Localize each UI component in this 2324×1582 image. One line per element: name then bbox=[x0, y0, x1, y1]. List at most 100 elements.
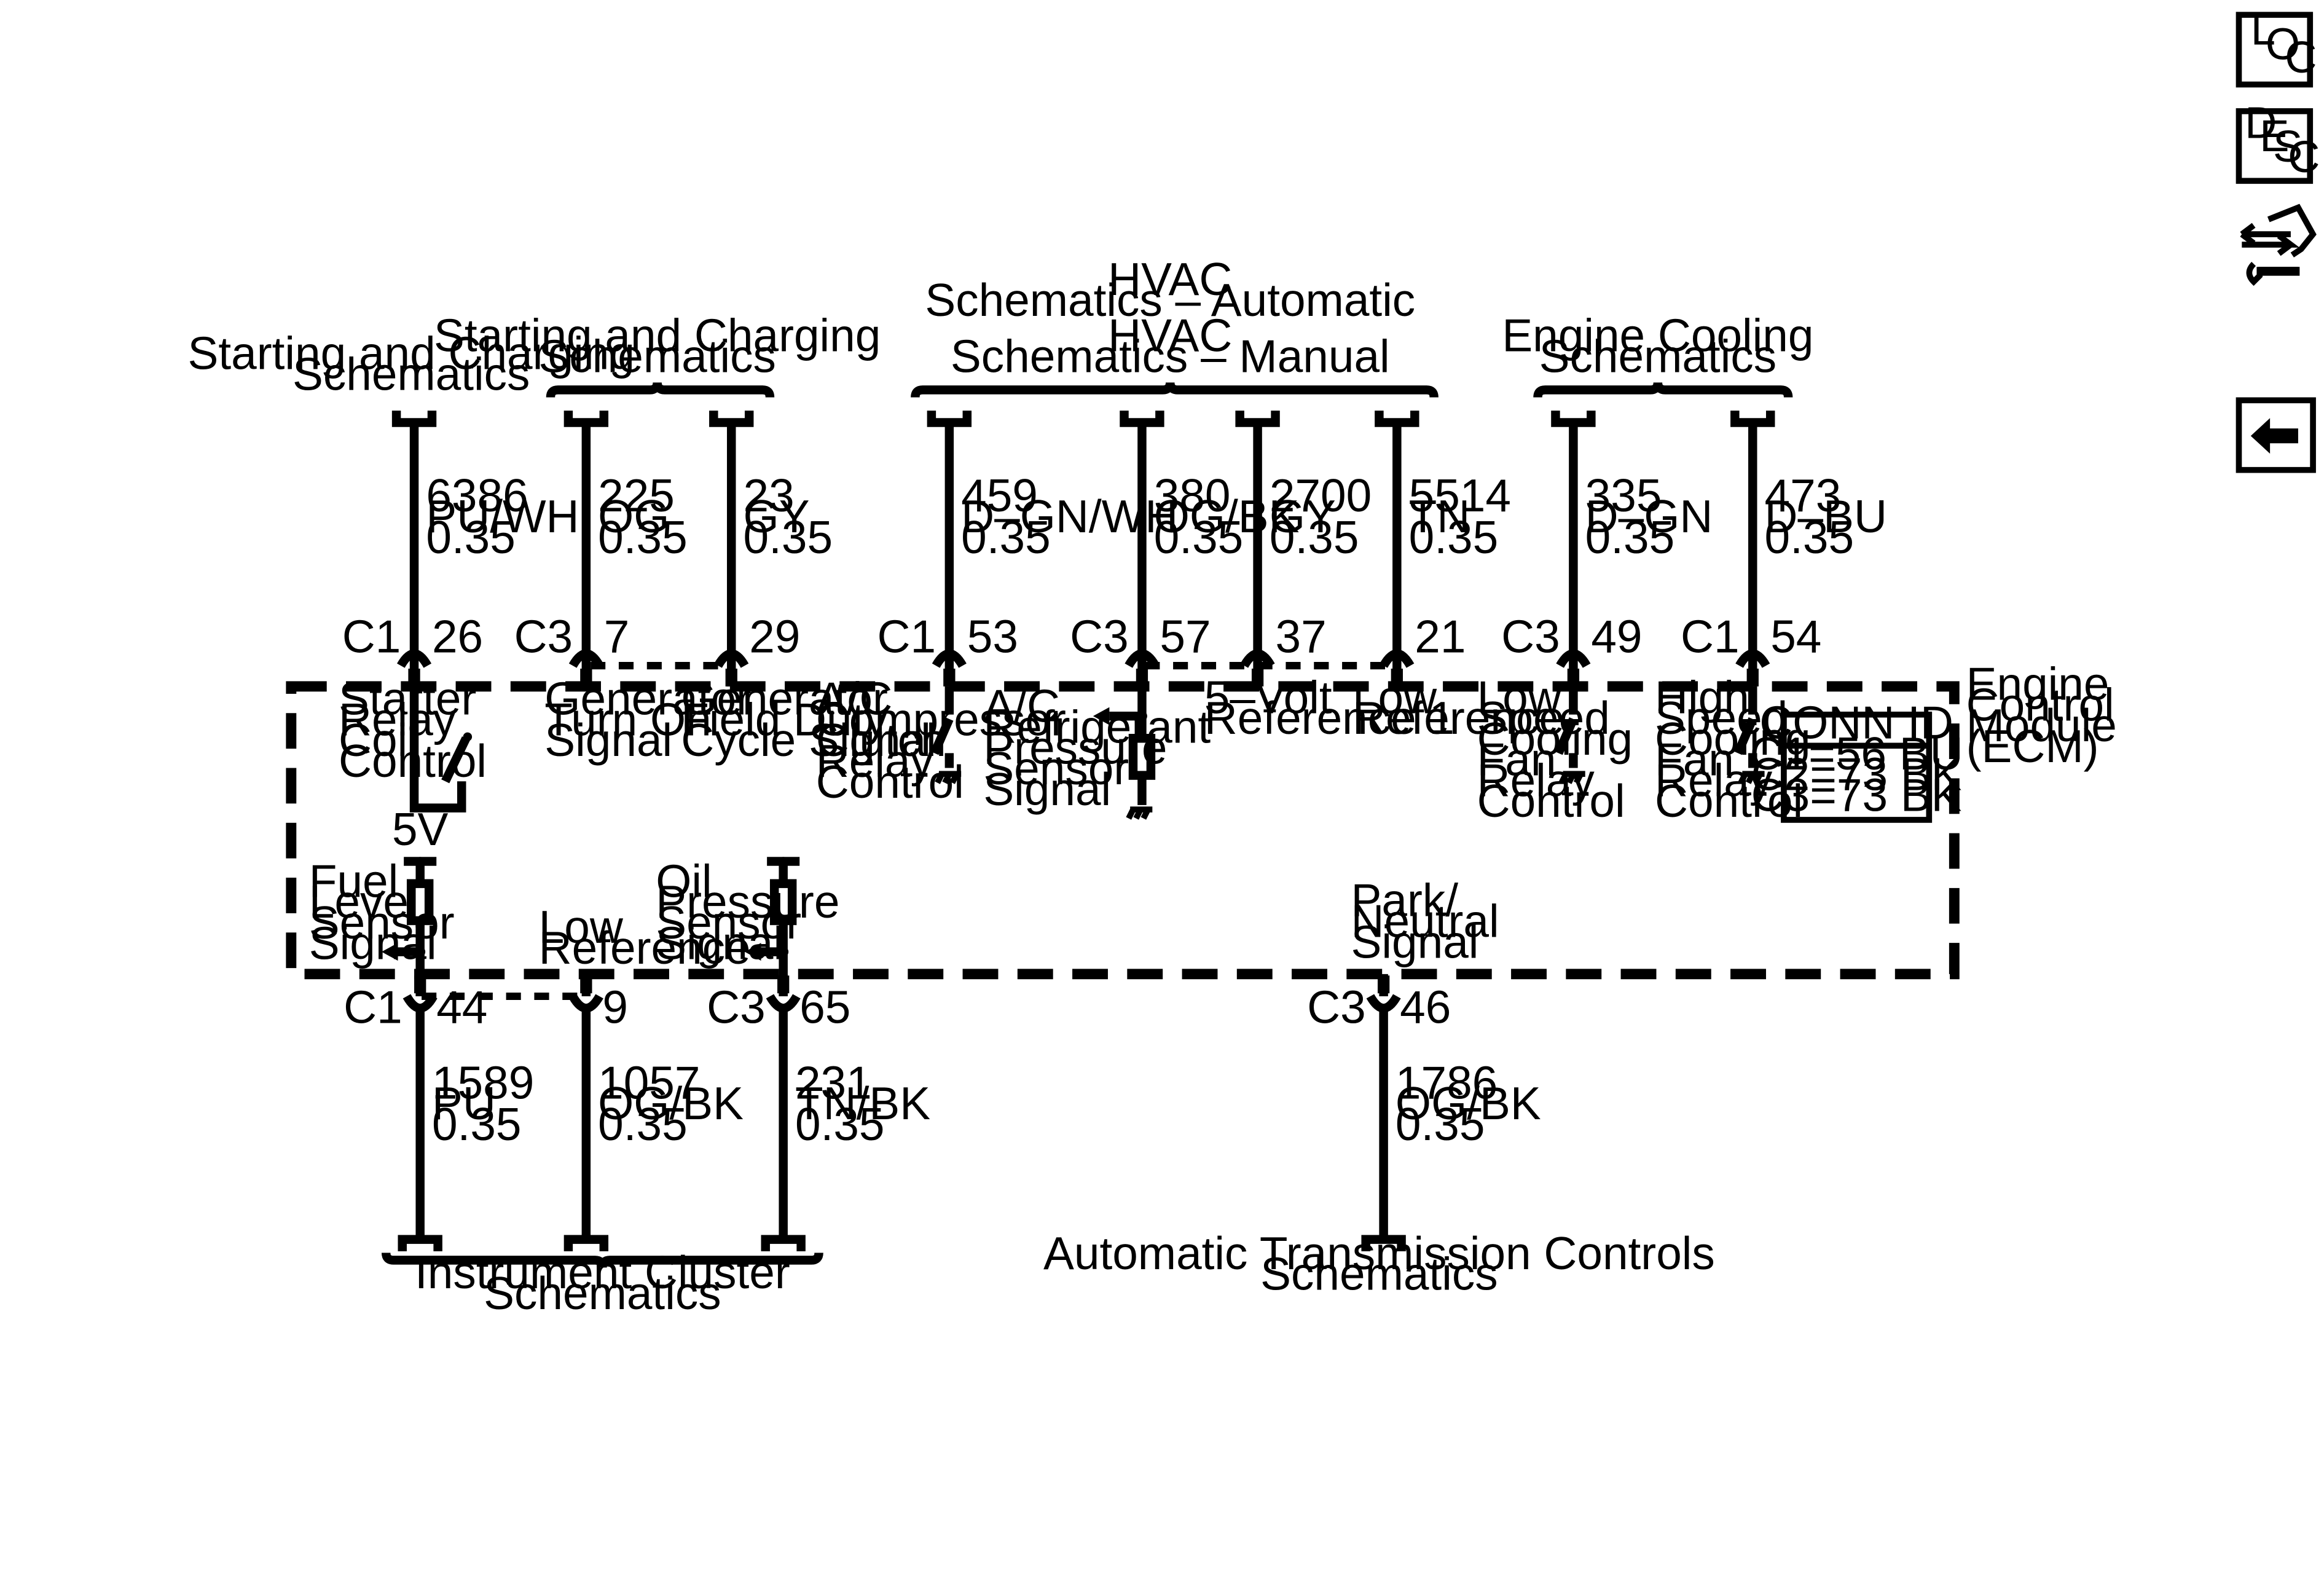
wire-terminal bbox=[1120, 411, 1164, 427]
wire-color: D–BU bbox=[1765, 490, 1887, 542]
connector-id: C1 bbox=[877, 610, 936, 662]
circuit-label-line: Speed bbox=[1477, 692, 1610, 744]
desc-letter-s: S bbox=[2273, 122, 2302, 171]
wire-number: 5514 bbox=[1409, 470, 1511, 521]
connector-id: C3 bbox=[1501, 610, 1560, 662]
circuit-label-line: Signal bbox=[983, 763, 1111, 815]
wire-color: OG/BK bbox=[1154, 490, 1300, 542]
wire-size: 0.35 bbox=[1396, 1098, 1485, 1150]
dest-line1: HVAC bbox=[1108, 310, 1232, 361]
connector-id: C1 bbox=[1681, 610, 1740, 662]
wire-size: 0.35 bbox=[598, 511, 688, 563]
high-fan-switch-symbol bbox=[1733, 686, 1765, 784]
loc-letter-c: C bbox=[2285, 33, 2317, 82]
desc-letter-c: C bbox=[2288, 132, 2320, 182]
ac-clutch-switch-symbol bbox=[930, 686, 962, 784]
5v-supply-label: 5V bbox=[392, 803, 449, 855]
connector-pin-54[interactable] bbox=[1735, 649, 1770, 668]
connector-pin-37[interactable] bbox=[1240, 649, 1275, 668]
circuit-label-line: Refrigerant bbox=[983, 701, 1211, 753]
wire-number: 231 bbox=[795, 1057, 872, 1108]
dest-starting-charging-mid[interactable]: Starting and Charging Schematics bbox=[434, 310, 881, 398]
connector-pin-49[interactable] bbox=[1556, 649, 1591, 668]
dest-hvac-automatic[interactable]: HVAC Schematics – Automatic bbox=[925, 253, 1415, 326]
nav-back-button[interactable] bbox=[2236, 397, 2316, 473]
dest-starting-charging-left[interactable]: Starting and Charging Schematics bbox=[188, 328, 635, 400]
circuit-label-line: Cooling bbox=[1477, 713, 1633, 765]
nav-loc-button[interactable]: L O C bbox=[2236, 4, 2317, 88]
circuit-label-line: Control bbox=[1655, 775, 1803, 827]
pin-number: 49 bbox=[1591, 610, 1642, 662]
wire-terminal bbox=[398, 1235, 442, 1251]
starter-relay-switch-symbol bbox=[409, 686, 473, 813]
pin-number: 37 bbox=[1276, 610, 1327, 662]
low-fan-switch-symbol bbox=[1554, 686, 1585, 784]
pin-number: 9 bbox=[602, 981, 628, 1033]
nav-diagnostic-button[interactable] bbox=[2240, 203, 2317, 286]
circuit-label-line: Pressure bbox=[656, 876, 839, 927]
connector-pin-9[interactable] bbox=[568, 994, 603, 1013]
pin-number: 29 bbox=[749, 610, 800, 662]
connector-pin-46[interactable] bbox=[1366, 994, 1401, 1013]
dest-line2: Schematics bbox=[292, 348, 530, 399]
loc-letter-l: L bbox=[2251, 4, 2275, 54]
ac-pressure-internal-symbol bbox=[1093, 686, 1156, 820]
wire-number: 1786 bbox=[1396, 1057, 1498, 1108]
circuit-label-line: Cooling bbox=[1655, 713, 1811, 765]
circuit-label-line: Relay bbox=[816, 735, 934, 787]
circuit-label-line: Speed bbox=[1655, 692, 1788, 744]
circuit-label-line: Fan bbox=[1477, 734, 1557, 785]
connector-pin-65[interactable] bbox=[766, 994, 801, 1013]
circuit-label-line: Low bbox=[1477, 671, 1562, 723]
loc-letter-o: O bbox=[2266, 19, 2300, 69]
wire-number: 1589 bbox=[432, 1057, 534, 1108]
nav-desc-button[interactable]: D E S C bbox=[2236, 98, 2320, 184]
dest-instrument-cluster[interactable]: Instrument Cluster Schematics bbox=[381, 1246, 823, 1319]
pin-number: 54 bbox=[1770, 610, 1821, 662]
ecm-label-line3: Module bbox=[1966, 699, 2117, 751]
ecm-label-line2: Control bbox=[1966, 679, 2114, 730]
connector-pin-57[interactable] bbox=[1125, 649, 1160, 668]
wire-terminal bbox=[709, 411, 754, 427]
dest-engine-cooling[interactable]: Engine Cooling Schematics bbox=[1502, 310, 1813, 398]
conn-id-table: CONN ID C1=56 BU C2=73 BK C3=73 BK bbox=[1750, 696, 1963, 823]
signal-arrow-icon bbox=[1093, 707, 1110, 725]
circuit-label-line: Sensor bbox=[983, 742, 1129, 794]
wire-size: 0.35 bbox=[795, 1098, 885, 1150]
pin-number: 53 bbox=[967, 610, 1018, 662]
wire-color: TN bbox=[1409, 490, 1470, 542]
pin-number: 7 bbox=[604, 610, 630, 662]
oil-pressure-pullup-symbol bbox=[744, 857, 800, 997]
dest-automatic-transmission[interactable]: Automatic Transmission Controls Schemati… bbox=[1043, 1227, 1715, 1300]
connector-pin-53[interactable] bbox=[932, 649, 967, 668]
circuit-label-line: Oil bbox=[656, 855, 712, 907]
circuit-label-line: Low bbox=[539, 901, 624, 953]
circuit-label-line: Neutral bbox=[1351, 895, 1499, 947]
dest-line1: HVAC bbox=[1108, 253, 1232, 305]
connector-pin-7[interactable] bbox=[568, 649, 603, 668]
connector-pin-29[interactable] bbox=[714, 649, 749, 668]
wire-terminal bbox=[391, 411, 437, 427]
wire-terminal bbox=[563, 411, 609, 427]
wire-size: 0.35 bbox=[1585, 511, 1675, 563]
dest-line2: Schematics – Manual bbox=[951, 330, 1390, 382]
connector-pin-44[interactable] bbox=[402, 994, 438, 1013]
circuit-label-line: Generator bbox=[681, 673, 888, 725]
connector-id: C1 bbox=[343, 981, 402, 1033]
connector-pin-26[interactable] bbox=[397, 649, 432, 668]
dest-line2: Schematics bbox=[1539, 330, 1776, 382]
wire-terminal bbox=[761, 1235, 806, 1251]
signal-arrow-icon bbox=[744, 943, 761, 961]
connector-pin-21[interactable] bbox=[1380, 649, 1415, 668]
circuit-label-line: A/C bbox=[816, 673, 893, 725]
pin-number: 57 bbox=[1160, 610, 1211, 662]
circuit-label-line: Cycle Signal bbox=[681, 714, 936, 766]
circuit-label-line: Generator bbox=[544, 673, 752, 725]
dest-hvac-manual[interactable]: HVAC Schematics – Manual bbox=[911, 310, 1439, 398]
